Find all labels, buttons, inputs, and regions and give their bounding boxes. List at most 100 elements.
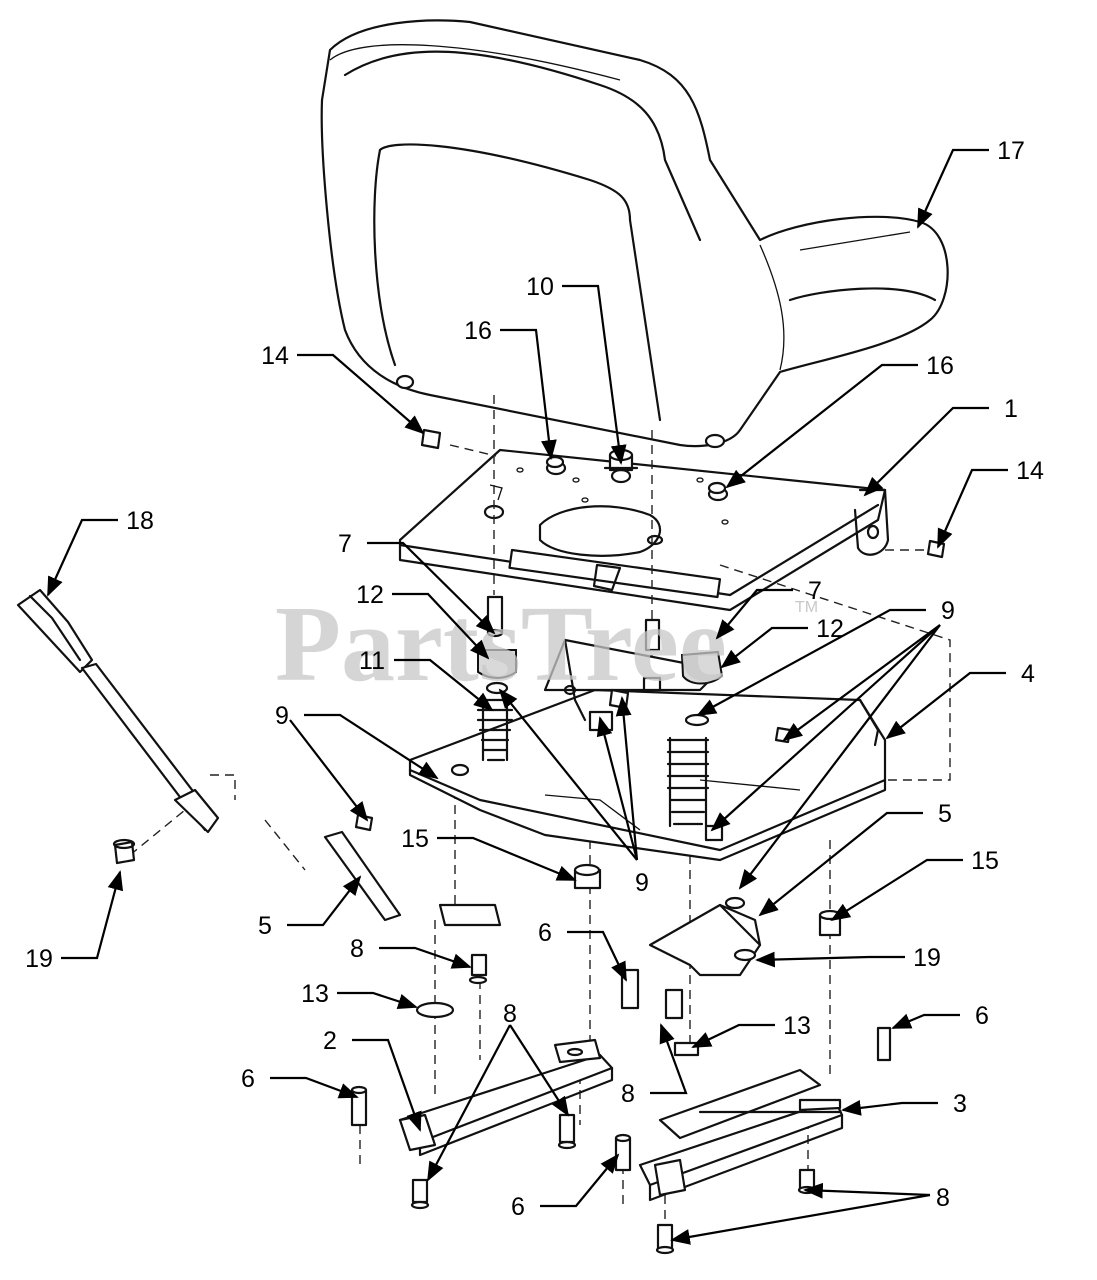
leader-line — [567, 930, 627, 982]
callout-19: 19 — [25, 870, 124, 973]
callout-number: 12 — [816, 615, 844, 643]
callout-number: 15 — [401, 825, 429, 853]
callout-19: 19 — [755, 944, 941, 972]
callout-7: 7 — [338, 530, 496, 635]
watermark-trademark: TM — [795, 599, 818, 616]
leader-line — [891, 1013, 960, 1030]
leader-line — [725, 363, 918, 489]
callout-number: 5 — [258, 912, 272, 940]
callout-17: 17 — [916, 137, 1025, 229]
leader-line — [936, 468, 1008, 549]
callout-number: 8 — [350, 935, 364, 963]
seat-cushion — [320, 19, 949, 449]
callout-13: 13 — [301, 980, 418, 1010]
callout-number: 3 — [953, 1090, 967, 1118]
leader-line — [337, 991, 418, 1010]
leader-line — [304, 713, 439, 780]
callout-8: 8 — [621, 1023, 688, 1108]
callout-number: 10 — [526, 273, 554, 301]
callout-8: 8 — [350, 935, 472, 969]
callout-13: 13 — [691, 1012, 811, 1048]
leader-line — [500, 328, 557, 460]
callout-15: 15 — [830, 847, 999, 922]
leader-line — [720, 626, 808, 669]
callout-number: 19 — [913, 944, 941, 972]
rail-assembly — [350, 863, 892, 1255]
callout-number: 8 — [621, 1080, 635, 1108]
callout-number: 19 — [25, 945, 53, 973]
callout-number: 17 — [997, 137, 1025, 165]
leader-line — [830, 858, 963, 922]
callout-number: 6 — [975, 1002, 989, 1030]
callout-number: 6 — [538, 919, 552, 947]
callout-number: 8 — [503, 1000, 517, 1028]
callout-number: 9 — [635, 869, 649, 897]
callout-8: 8 — [936, 1184, 950, 1212]
callout-number: 9 — [275, 702, 289, 730]
callout-9: 9 — [635, 869, 649, 897]
callout-6: 6 — [538, 919, 627, 982]
callout-number: 18 — [126, 507, 154, 535]
leader-line — [540, 1153, 620, 1208]
leader-line — [863, 406, 989, 497]
callout-12: 12 — [720, 615, 844, 669]
callout-number: 12 — [356, 581, 384, 609]
callout-5: 5 — [258, 875, 362, 940]
leader-line — [287, 875, 362, 927]
callout-6: 6 — [511, 1153, 620, 1221]
callout-number: 15 — [971, 847, 999, 875]
leader-line — [352, 1038, 422, 1132]
leader-line — [758, 811, 923, 917]
callout-number: 13 — [783, 1012, 811, 1040]
left-slide-bar — [323, 830, 402, 922]
leader-line — [367, 541, 496, 635]
callout-number: 1 — [1004, 395, 1018, 423]
callout-14: 14 — [261, 342, 425, 435]
leader-line — [379, 946, 472, 969]
leader-line — [392, 592, 490, 660]
leader-line — [46, 518, 118, 597]
seat-pan — [398, 448, 890, 612]
leader-line — [691, 1023, 775, 1048]
multi-leader-lines — [289, 624, 941, 1245]
callout-number: 7 — [808, 577, 822, 605]
leader-line — [885, 671, 1006, 740]
adjustment-lever — [16, 588, 220, 865]
leader-line — [562, 284, 627, 465]
leader-line — [715, 588, 793, 640]
callout-number: 6 — [511, 1193, 525, 1221]
callout-number: 9 — [941, 597, 955, 625]
leader-line — [696, 608, 926, 716]
callout-number: 2 — [323, 1027, 337, 1055]
leader-line — [61, 870, 124, 960]
callout-9: 9 — [696, 597, 955, 716]
callout-number: 16 — [926, 352, 954, 380]
callout-number: 5 — [938, 800, 952, 828]
callout-1: 1 — [863, 395, 1018, 497]
callout-6: 6 — [891, 1002, 989, 1030]
callout-4: 4 — [885, 660, 1035, 740]
callout-8: 8 — [503, 1000, 517, 1028]
leader-line — [916, 148, 989, 229]
watermark: PartsTree TM — [275, 585, 818, 704]
callout-16: 16 — [464, 317, 557, 460]
callout-number: 7 — [338, 530, 352, 558]
callout-16: 16 — [725, 352, 954, 489]
callout-6: 6 — [241, 1065, 359, 1099]
callout-number: 14 — [261, 342, 289, 370]
callout-15: 15 — [401, 825, 577, 882]
leader-line — [437, 836, 577, 882]
watermark-text: PartsTree — [275, 585, 727, 704]
callout-2: 2 — [323, 1027, 422, 1132]
callout-number: 16 — [464, 317, 492, 345]
callout-18: 18 — [46, 507, 154, 597]
callout-number: 11 — [359, 647, 385, 675]
leader-line — [394, 658, 494, 712]
leader-line — [297, 353, 425, 435]
callout-14: 14 — [936, 457, 1044, 549]
callout-10: 10 — [526, 273, 627, 465]
callout-12: 12 — [356, 581, 490, 660]
callout-number: 8 — [936, 1184, 950, 1212]
